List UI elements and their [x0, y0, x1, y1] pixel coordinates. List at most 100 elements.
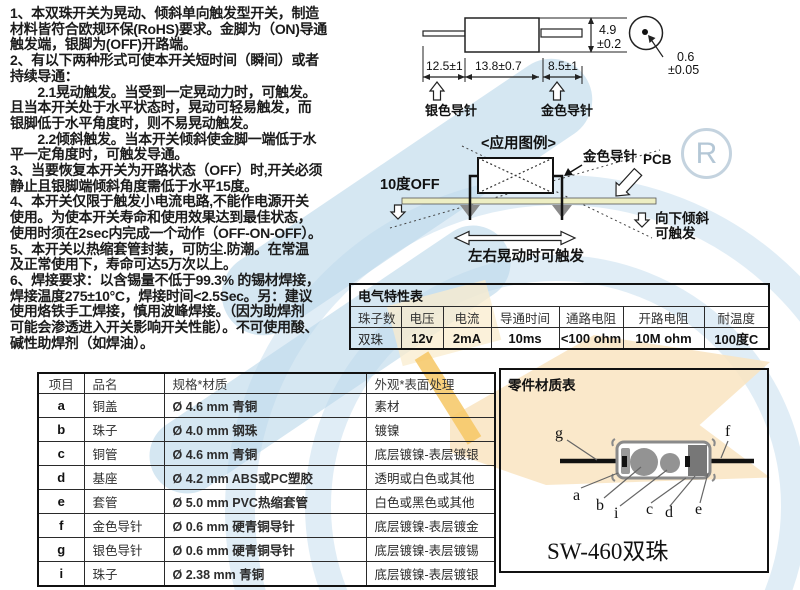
application-title: <应用图例>: [481, 134, 556, 152]
cell-name: 珠子: [83, 417, 165, 442]
table-row: c 铜管 Ø 4.6 mm 青铜 底层镀镍-表层镀银: [37, 441, 496, 466]
switch-cross-section-diagram: g f a b i c d e: [555, 423, 754, 522]
material-panel: 零件材质表 g f a b i: [499, 368, 769, 573]
part-label-a: a: [573, 487, 580, 504]
lead-wire-left: [468, 174, 478, 220]
dim-height-text: 4.9: [599, 23, 616, 37]
column-header: 导通时间: [490, 306, 560, 328]
cell-current: 2mA: [442, 327, 492, 350]
note-line: 触发端，银脚为(OFF)开路端。: [10, 36, 197, 53]
parts-table-grid: 项目 品名 规格*材质 外观*表面处理 a 铜盖 Ø 4.6 mm 青铜 素材 …: [37, 372, 496, 587]
part-label-d: d: [665, 504, 673, 521]
column-header: 开路电阻: [622, 306, 705, 328]
cell-name: 珠子: [83, 561, 165, 587]
cell-item: f: [37, 513, 85, 538]
parts-table: 项目 品名 规格*材质 外观*表面处理 a 铜盖 Ø 4.6 mm 青铜 素材 …: [37, 372, 496, 587]
note-line: 且当本开关处于水平状态时，晃动可轻易触发，而: [10, 99, 312, 116]
cell-off-resistance: 10M ohm: [622, 327, 705, 350]
part-label-f: f: [725, 423, 731, 440]
electrode-left: [622, 456, 627, 467]
cell-finish: 底层镀镍-表层镀锡: [365, 537, 496, 562]
dim-height-tol-text: ±0.2: [597, 37, 621, 51]
cell-finish: 底层镀镍-表层镀银: [365, 441, 496, 466]
arrowhead: [588, 17, 594, 24]
cell-name: 铜管: [83, 441, 165, 466]
arrowhead: [575, 74, 582, 80]
note-line: 使用烙铁手工焊接，慎用波峰焊接。（因为助焊剂: [10, 303, 305, 320]
table-row: 珠子数 电压 电流 导通时间 通路电阻 开路电阻 耐温度: [349, 306, 770, 328]
hollow-up-arrow-icon: [428, 81, 446, 101]
switch-lead-right: [540, 28, 583, 38]
table-row: a 铜盖 Ø 4.6 mm 青铜 素材: [37, 393, 496, 418]
cell-spec: Ø 0.6 mm 硬青铜导针: [163, 513, 367, 538]
material-panel-title: 零件材质表: [508, 378, 576, 393]
electrical-table: 电气特性表 珠子数 电压 电流 导通时间 通路电阻 开路电阻 耐温度 双珠 12…: [349, 283, 771, 350]
double-arrow-icon: [453, 230, 577, 246]
note-line: 2.1晃动触发。当受到一定晃动力时，可触发。: [10, 83, 317, 100]
lead-wire-right: [553, 174, 564, 220]
tilt-trigger-label-1: 向下倾斜: [655, 210, 709, 226]
cell-temperature: 100度C: [703, 327, 770, 350]
pcb-board: [401, 197, 657, 205]
note-line: 使用时须在2sec内完成一个动作（OFF-ON-OFF）。: [10, 224, 322, 241]
pin-cross-section: [628, 15, 664, 51]
cell-name: 基座: [83, 465, 165, 490]
column-header: 品名: [83, 372, 165, 394]
part-label-i: i: [614, 505, 619, 522]
note-line: 使用。为使本开关寿命和使用效果达到最佳状态，: [10, 209, 312, 226]
cell-name: 铜盖: [83, 393, 165, 418]
leader-line: [603, 466, 642, 499]
table-row: d 基座 Ø 4.2 mm ABS或PC塑胶 透明或白色或其他: [37, 465, 496, 490]
bead-large: [630, 448, 658, 476]
cell-on-resistance: <100 ohm: [558, 327, 624, 350]
arrowhead: [423, 74, 430, 80]
note-line: 银脚低于水平角度时，则不易晃动触发。: [10, 114, 257, 131]
cell-item: c: [37, 441, 85, 466]
note-line: 3、当要恢复本开关为开路状态（OFF）时,开关必须: [10, 162, 323, 179]
electrical-table-title: 电气特性表: [349, 283, 770, 307]
cell-finish: 透明或白色或其他: [365, 465, 496, 490]
dim-pin-text: 0.6: [677, 50, 694, 64]
column-header: 外观*表面处理: [365, 372, 496, 394]
column-header: 通路电阻: [558, 306, 624, 328]
cell-item: e: [37, 489, 85, 514]
cell-spec: Ø 4.6 mm 青铜: [163, 393, 367, 418]
hollow-down-arrow-icon: [633, 212, 651, 228]
column-header: 项目: [37, 372, 85, 394]
table-row: b 珠子 Ø 4.0 mm 钢珠 镀镍: [37, 417, 496, 442]
cell-bead-count: 双珠: [349, 327, 402, 350]
cell-finish: 底层镀镍-表层镀银: [365, 561, 496, 587]
table-row: 项目 品名 规格*材质 外观*表面处理: [37, 372, 496, 394]
leader-line: [669, 475, 696, 507]
table-row: e 套管 Ø 5.0 mm PVC热缩套管 白色或黑色或其他: [37, 489, 496, 514]
arrowhead: [564, 168, 573, 176]
dimension-drawing: 4.9 ±0.2 0.6 ±0.05 12.5±1 13.8±0.7 8.5±1…: [422, 15, 699, 118]
cell-spec: Ø 2.38 mm 青铜: [163, 561, 367, 587]
cell-item: d: [37, 465, 85, 490]
cell-finish: 白色或黑色或其他: [365, 489, 496, 514]
pin-center-dot: [642, 29, 648, 35]
cell-spec: Ø 5.0 mm PVC热缩套管: [163, 489, 367, 514]
note-line: 平一定角度时，可触发导通。: [10, 146, 189, 163]
cell-name: 套管: [83, 489, 165, 514]
arrowhead: [588, 46, 594, 53]
cell-finish: 底层镀镍-表层镀金: [365, 513, 496, 538]
sleeve-lip: [711, 438, 716, 447]
dim-lead-right-text: 8.5±1: [548, 59, 578, 73]
table-row: i 珠子 Ø 2.38 mm 青铜 底层镀镍-表层镀银: [37, 561, 496, 587]
part-label-g: g: [555, 425, 563, 442]
part-label-e: e: [695, 501, 702, 518]
cell-item: i: [37, 561, 85, 587]
note-line: 碱性助焊剂（如焊油）。: [10, 334, 154, 351]
table-row: g 银色导针 Ø 0.6 mm 硬青铜导针 底层镀镍-表层镀锡: [37, 537, 496, 562]
pointer-line: [568, 164, 583, 174]
switch-lead-left: [422, 30, 466, 37]
cell-spec: Ø 0.6 mm 硬青铜导针: [163, 537, 367, 562]
dim-lead-left-text: 12.5±1: [426, 59, 463, 73]
notes-text-block: 1、本双珠开关为晃动、倾斜单向触发型开关，制造 材料皆符合欧规环保(RoHS)要…: [10, 5, 402, 351]
cell-item: b: [37, 417, 85, 442]
note-line: 静止且银脚端倾斜角度需低于水平15度。: [10, 177, 258, 194]
column-header: 耐温度: [703, 306, 770, 328]
cell-voltage: 12v: [400, 327, 444, 350]
leader-line: [699, 472, 709, 504]
